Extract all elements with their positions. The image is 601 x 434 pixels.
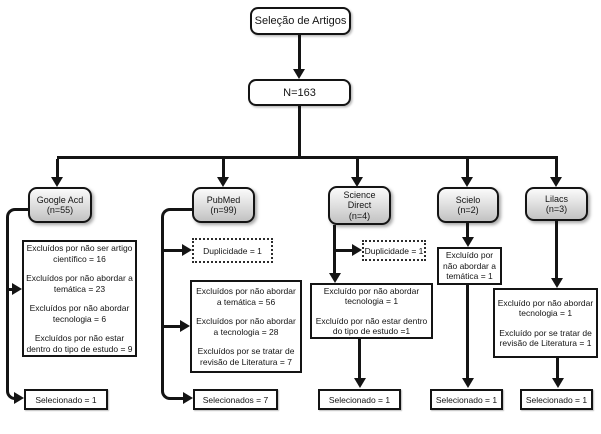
flow-line <box>556 358 559 378</box>
exclusion-entry: Excluídos por se tratar de revisão de Li… <box>197 346 295 367</box>
node-lilacs-name: Lilacs <box>544 193 568 204</box>
exclusion-entry: Excluído por não estar dentro do tipo de… <box>315 315 428 337</box>
node-google-acd: Google Acd (n=55) <box>28 187 92 223</box>
arrowhead-down-icon <box>217 177 229 187</box>
node-pubmed-name: PubMed <box>206 194 241 205</box>
flow-line <box>298 35 301 69</box>
node-google-acd-count: (n=55) <box>46 205 74 215</box>
exclusion-entry: Excluídos por não abordar a temática = 5… <box>196 286 296 307</box>
node-total: N=163 <box>248 79 351 106</box>
selected-box-lilacs: Selecionado = 1 <box>520 389 593 410</box>
exclusion-entry: Excluídos por não abordar tecnologia = 6 <box>29 303 130 324</box>
node-scielo: Scielo (n=2) <box>437 187 499 223</box>
flow-line <box>57 156 558 159</box>
selected-label: Selecionado = 1 <box>525 394 588 405</box>
arrowhead-down-icon <box>461 177 473 187</box>
flow-line <box>333 225 336 274</box>
arrowhead-down-icon <box>51 177 63 187</box>
node-title-label: Seleção de Artigos <box>254 15 347 27</box>
exclusion-entry: Excluídos por não ser artigo científico … <box>26 243 133 264</box>
arrowhead-right-icon <box>352 244 362 256</box>
selected-label: Selecionados = 7 <box>202 394 269 405</box>
duplicates-box-science-direct: Duplicidade = 1 <box>362 240 426 261</box>
arrowhead-right-icon <box>182 244 192 256</box>
arrowhead-right-icon <box>12 283 22 295</box>
node-science-direct: Science Direct (n=4) <box>328 186 391 225</box>
selected-box-science-direct: Selecionado = 1 <box>318 389 401 410</box>
selected-box-scielo: Selecionado = 1 <box>430 389 503 410</box>
selected-label: Selecionado = 1 <box>435 394 498 405</box>
node-scielo-name: Scielo <box>455 194 481 205</box>
exclusion-box-scielo: Excluído por não abordar a temática = 1 <box>437 247 502 285</box>
exclusion-entry: Excluídos por não abordar a temática = 2… <box>26 273 133 294</box>
selected-label: Selecionado = 1 <box>35 394 97 405</box>
arrowhead-down-icon <box>462 378 474 388</box>
arrowhead-right-icon <box>180 320 190 332</box>
selected-box-pubmed: Selecionados = 7 <box>193 389 278 410</box>
flow-line <box>555 221 558 278</box>
exclusion-entry: Excluídos por não estar dentro do tipo d… <box>26 333 133 354</box>
exclusion-box-google-acd: Excluídos por não ser artigo científico … <box>22 240 137 357</box>
flow-line <box>466 223 469 238</box>
flow-line <box>466 285 469 378</box>
exclusion-box-lilacs: Excluído por não abordar tecnologia = 1 … <box>493 288 598 358</box>
flow-line <box>6 386 18 400</box>
flow-line <box>298 106 301 156</box>
arrowhead-down-icon <box>354 378 366 388</box>
flow-line <box>161 218 164 388</box>
flow-line <box>6 208 18 220</box>
flow-line <box>164 325 181 328</box>
flow-line <box>555 159 558 177</box>
flow-line <box>161 386 173 400</box>
node-total-label: N=163 <box>283 86 316 99</box>
exclusion-entry: Excluído por não abordar tecnologia = 1 <box>323 285 420 307</box>
duplicates-label: Duplicidade = 1 <box>203 245 262 256</box>
flow-line <box>171 208 192 211</box>
exclusion-box-pubmed: Excluídos por não abordar a temática = 5… <box>190 280 302 373</box>
arrowhead-down-icon <box>552 378 564 388</box>
node-pubmed-count: (n=99) <box>210 205 237 215</box>
flow-line <box>356 159 359 177</box>
node-google-acd-name: Google Acd <box>36 194 84 205</box>
arrowhead-down-icon <box>293 69 305 79</box>
exclusion-box-science-direct: Excluído por não abordar tecnologia = 1 … <box>310 283 433 339</box>
flow-line <box>358 339 361 378</box>
node-title: Seleção de Artigos <box>250 7 351 35</box>
arrowhead-down-icon <box>462 237 474 247</box>
flow-line <box>56 159 59 177</box>
arrowhead-right-icon <box>183 392 193 404</box>
node-science-direct-count: (n=4) <box>348 210 371 221</box>
arrowhead-down-icon <box>550 177 562 187</box>
node-lilacs-count: (n=3) <box>545 204 568 214</box>
arrowhead-down-icon <box>329 273 341 283</box>
flow-line <box>164 249 183 252</box>
node-scielo-count: (n=2) <box>457 205 479 215</box>
arrowhead-right-icon <box>14 392 24 404</box>
flow-line <box>171 397 183 400</box>
exclusion-entry: Excluídos por não abordar a tecnologia =… <box>196 316 296 337</box>
exclusion-entry: Excluído por não abordar tecnologia = 1 <box>497 297 594 319</box>
flow-line <box>222 159 225 177</box>
flow-line <box>466 159 469 177</box>
duplicates-box-pubmed: Duplicidade = 1 <box>192 238 273 263</box>
exclusion-entry: Excluído por não abordar a temática = 1 <box>443 250 496 282</box>
duplicates-label: Duplicidade = 1 <box>364 245 424 256</box>
arrowhead-down-icon <box>551 278 563 288</box>
flow-line <box>336 249 353 252</box>
flow-line <box>16 208 28 211</box>
flow-line <box>8 288 14 291</box>
node-pubmed: PubMed (n=99) <box>192 187 255 223</box>
exclusion-entry: Excluído por se tratar de revisão de Lit… <box>499 327 592 349</box>
flow-line <box>6 218 9 388</box>
node-science-direct-name: Science Direct <box>343 189 376 211</box>
node-lilacs: Lilacs (n=3) <box>525 187 588 221</box>
selected-label: Selecionado = 1 <box>328 394 391 405</box>
flow-line <box>161 208 173 220</box>
arrowhead-down-icon <box>351 177 363 187</box>
selected-box-google-acd: Selecionado = 1 <box>24 389 108 410</box>
